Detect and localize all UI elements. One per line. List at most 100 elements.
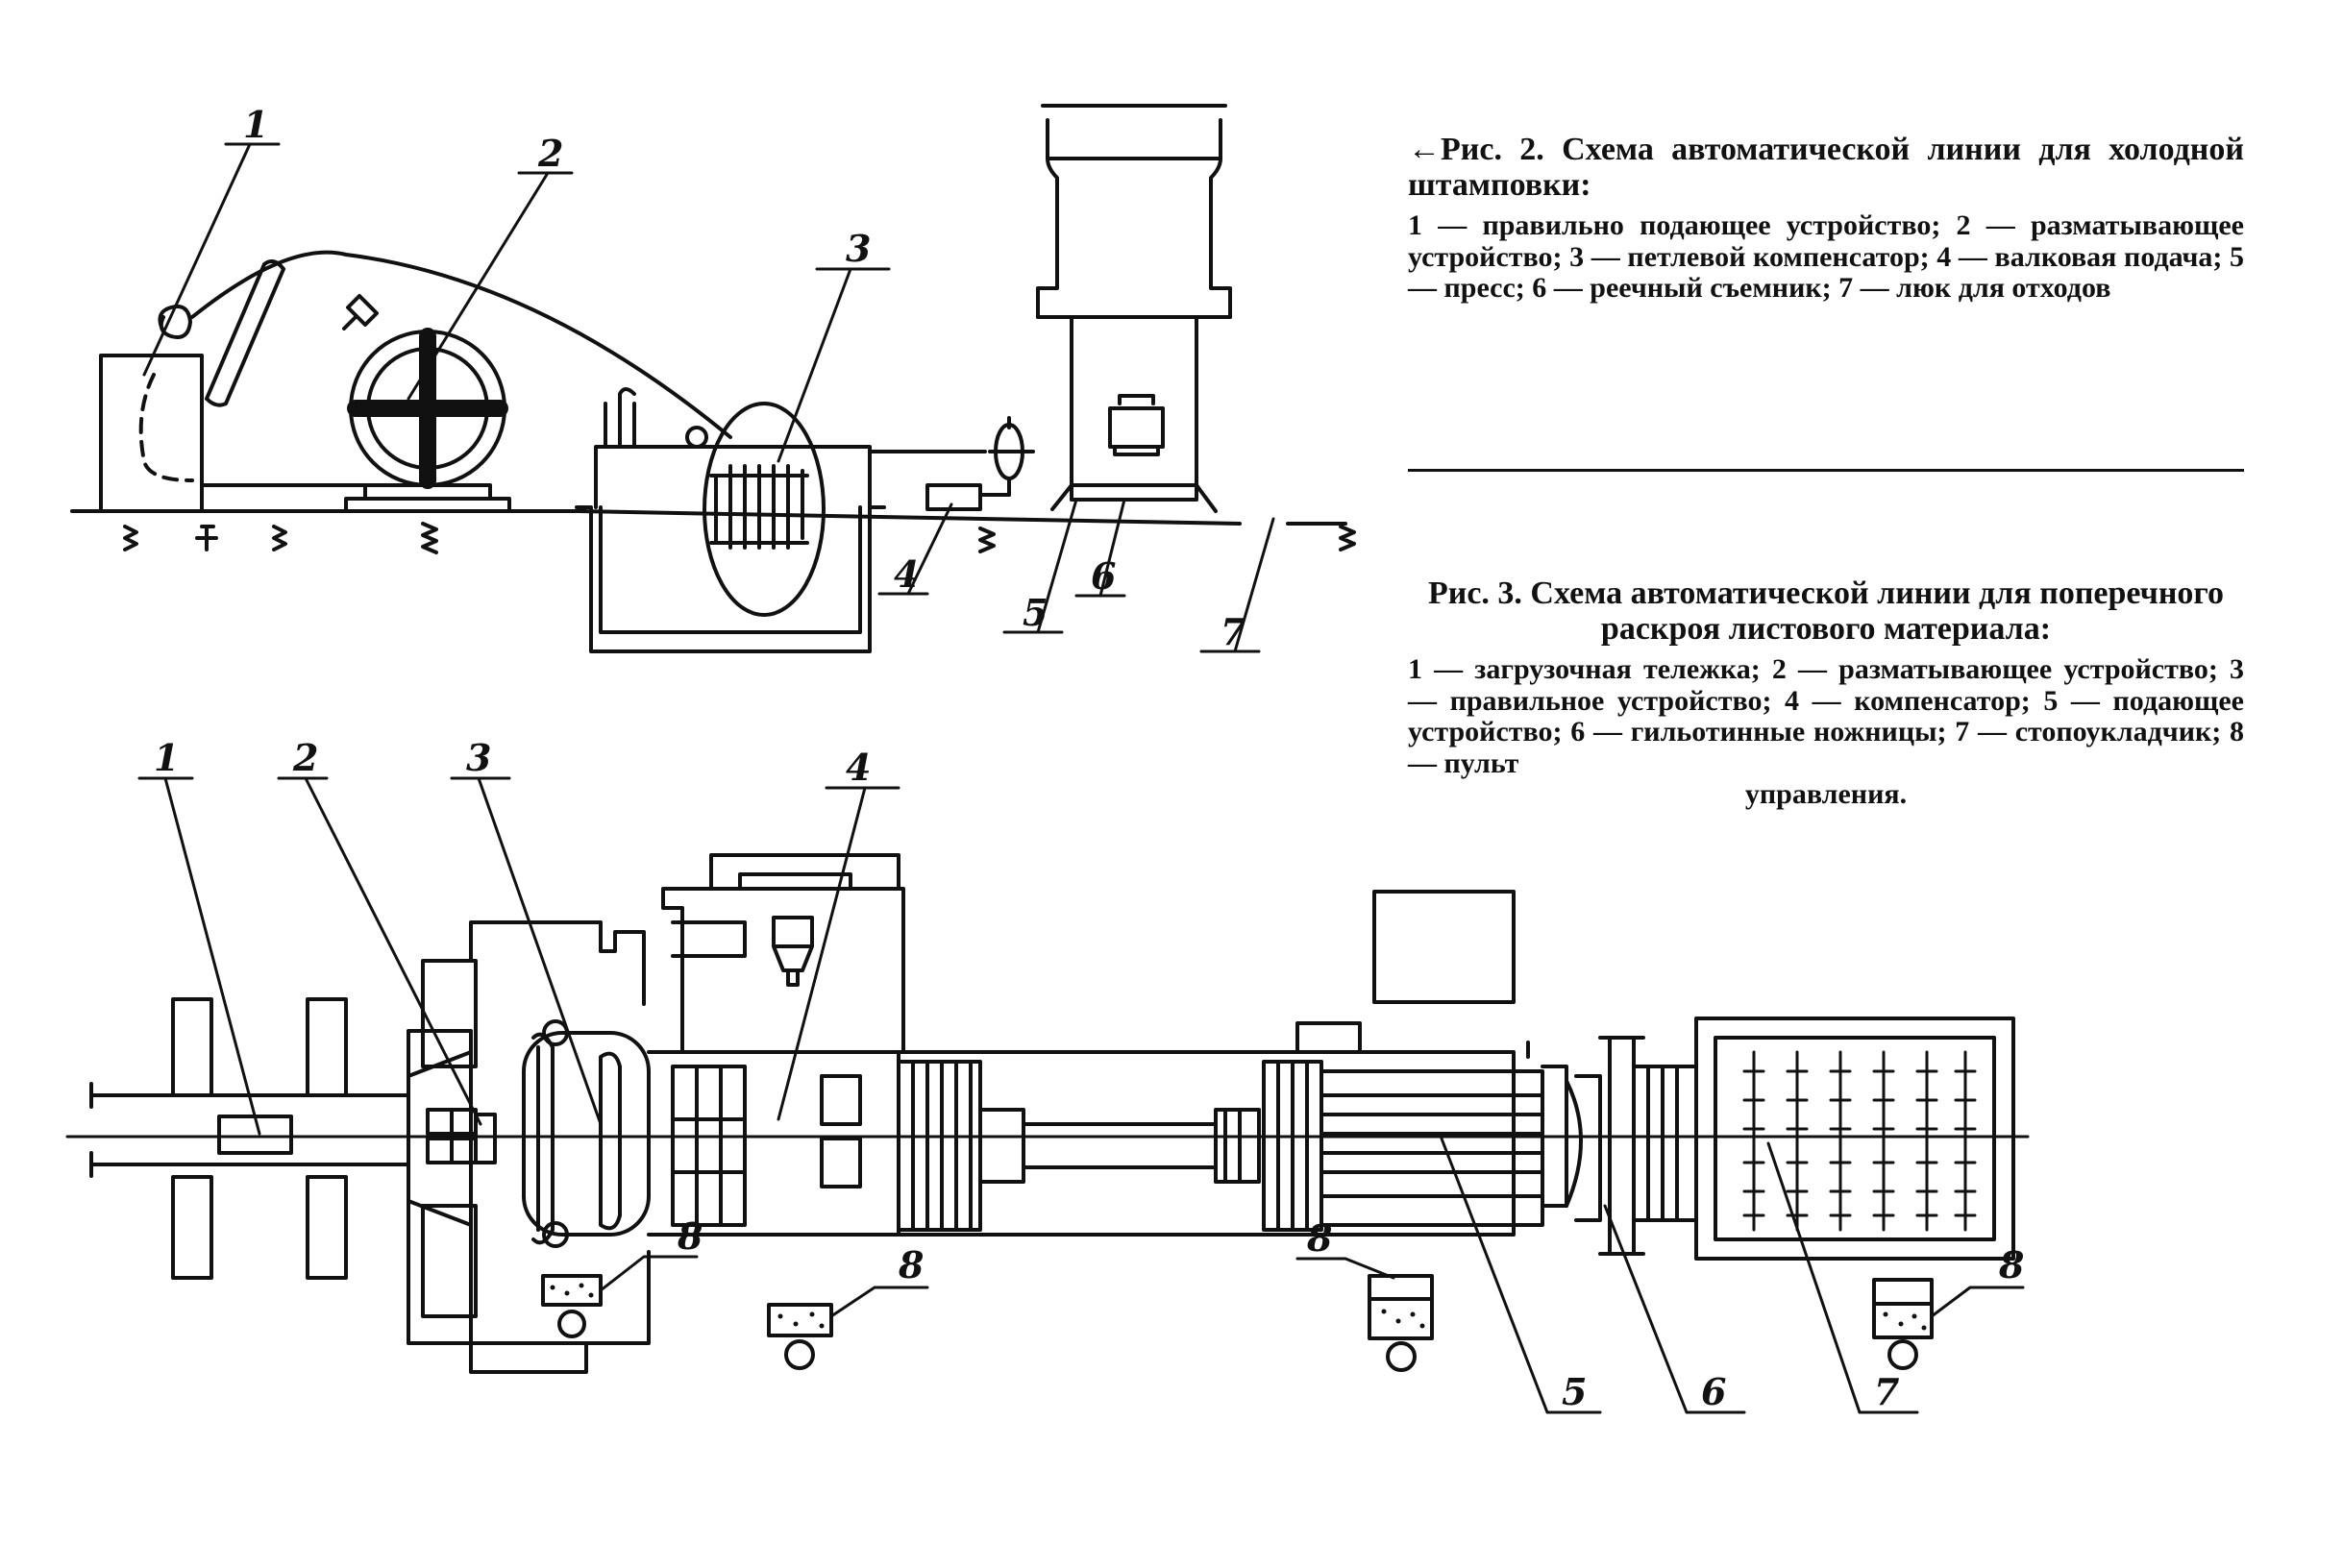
fig3-uncoiler-frame	[407, 1029, 473, 1345]
fig3-uncoiler-arms	[407, 1050, 473, 1227]
fig2-label-3: 3	[846, 227, 871, 270]
figure-3-callouts	[137, 776, 2025, 1414]
fig2-leader-5	[1002, 498, 1078, 634]
fig3-roller-bottom	[542, 1221, 569, 1248]
fig2-reel-handle	[342, 294, 379, 331]
fig3-uncoiler-gears	[426, 1108, 497, 1164]
fig2-leader-6	[1074, 498, 1126, 598]
fig2-roll-wheel-axle	[988, 416, 1035, 497]
fig2-leader-7	[1199, 517, 1275, 653]
fig2-press-bed	[1070, 483, 1198, 502]
figure-3-caption: Рис. 3. Схема автоматической линии для п…	[1408, 576, 2244, 810]
fig2-strip-dashed	[138, 373, 194, 482]
fig2-roll-feed	[925, 483, 982, 511]
fig2-feed-arm	[205, 258, 285, 407]
fig2-label-6: 6	[1091, 554, 1116, 598]
fig3-panel-4	[1872, 1278, 1934, 1339]
fig3-shear-blade-curve	[1565, 1079, 1583, 1208]
fig3-uncoiler-housing-bottom	[469, 1250, 651, 1345]
fig3-compensator-frame	[661, 887, 905, 1054]
fig3-panel-3-knob	[1386, 1341, 1417, 1372]
fig3-label-2: 2	[292, 736, 318, 779]
figure-2-caption-title: ←Рис. 2. Схема автоматической линии для …	[1408, 132, 2244, 203]
fig3-feed-ribs-left	[897, 1060, 982, 1232]
fig3-compensator-top	[709, 853, 900, 891]
fig2-ground-hatching	[123, 522, 1356, 554]
figure-2-callouts	[142, 142, 1275, 653]
fig3-shear-mount	[1574, 1074, 1602, 1222]
fig3-panel-1	[541, 1274, 603, 1307]
fig3-compensator-side	[671, 920, 747, 958]
figure-3-caption-title: Рис. 3. Схема автоматической линии для п…	[1427, 576, 2225, 647]
fig3-wheel-1d	[306, 1175, 348, 1280]
figure-3-drawing	[65, 853, 2030, 1374]
fig2-reel-base	[344, 483, 511, 513]
fig2-reel-spokes	[347, 328, 508, 489]
fig3-feed-rolls	[1319, 1069, 1544, 1227]
fig3-panel-1-knob	[557, 1310, 586, 1338]
fig3-label-3: 3	[466, 736, 491, 779]
fig2-leader-1	[142, 142, 281, 377]
fig3-uncoiler-housing-top	[469, 920, 646, 1006]
fig3-label-5: 5	[1562, 1370, 1587, 1413]
fig3-leader-4	[777, 786, 900, 1121]
fig3-body-grid	[671, 1065, 747, 1227]
fig3-uncoiler-bottom	[421, 1204, 478, 1318]
figure-3-caption-last: управления.	[1744, 778, 1908, 810]
figure-3-numbers: 1 2 3 4 5 6 7 8 8 8 8	[154, 736, 2024, 1413]
fig3-label-7: 7	[1874, 1370, 1899, 1413]
fig3-panel-4-knob	[1887, 1339, 1918, 1370]
fig2-loop-ellipse	[703, 402, 826, 617]
fig3-stacker-inner	[1714, 1036, 1996, 1241]
fig3-control-box	[1372, 890, 1516, 1004]
fig2-label-1: 1	[243, 103, 268, 146]
fig2-press-left-foot	[1050, 483, 1073, 511]
fig3-leader-3	[450, 776, 603, 1126]
fig3-straightener-housing	[522, 1031, 651, 1237]
fig3-wheel-1a	[171, 997, 213, 1097]
fig3-leader-8d	[1930, 1286, 2025, 1318]
fig2-label-5: 5	[1023, 591, 1048, 634]
fig2-ground-line	[70, 509, 1347, 526]
fig2-label-2: 2	[537, 132, 563, 175]
fig3-label-8b: 8	[898, 1243, 924, 1286]
fig2-loop-plates	[714, 464, 804, 550]
fig3-leader-8c	[1295, 1257, 1395, 1280]
fig3-control-panels	[541, 1274, 1934, 1372]
fig3-shear-plates	[1632, 1065, 1698, 1222]
fig3-leader-7	[1766, 1141, 1919, 1414]
fig3-feed-rod	[978, 1108, 1218, 1184]
fig3-panel-3	[1368, 1274, 1434, 1340]
fig3-straightener-rollers	[531, 1032, 555, 1245]
fig3-panel-2	[767, 1303, 833, 1337]
fig2-label-7: 7	[1221, 610, 1245, 653]
fig3-leader-5	[1440, 1137, 1602, 1414]
fig2-press-column	[1036, 315, 1232, 502]
fig3-shear-neck	[1541, 1065, 1568, 1208]
fig2-pit-outer	[575, 505, 886, 653]
fig3-stacker-outer	[1694, 1017, 2015, 1261]
fig3-panel-2-knob	[784, 1339, 815, 1370]
fig3-compensator-hook	[772, 916, 814, 987]
fig3-shear-frame	[1598, 1036, 1645, 1256]
fig3-panel-speckle	[550, 1283, 1927, 1331]
fig2-leader-4	[877, 502, 953, 596]
fig3-label-8a: 8	[677, 1214, 703, 1258]
fig2-leader-2	[407, 171, 574, 401]
caption-divider	[1408, 469, 2244, 472]
fig3-label-6: 6	[1701, 1370, 1726, 1413]
fig2-reel-inner	[366, 347, 489, 470]
fig2-press-crown	[1036, 157, 1232, 319]
fig3-straightener-loop	[599, 1051, 622, 1231]
fig3-leader-1	[137, 776, 261, 1136]
fig3-body-main	[647, 1050, 900, 1237]
fig3-label-8c: 8	[1306, 1216, 1332, 1260]
fig3-wheel-1c	[171, 1175, 213, 1280]
fig3-leader-2	[277, 776, 482, 1126]
fig2-strip-arc	[190, 250, 732, 439]
figure-2-caption-body: 1 — правильно подающее устройство; 2 — р…	[1408, 209, 2244, 305]
figure-3-caption-body: 1 — загрузочная тележка; 2 — разматывающ…	[1408, 653, 2244, 779]
fig3-body-windows	[820, 1074, 862, 1188]
fig2-press-die	[1108, 394, 1165, 456]
